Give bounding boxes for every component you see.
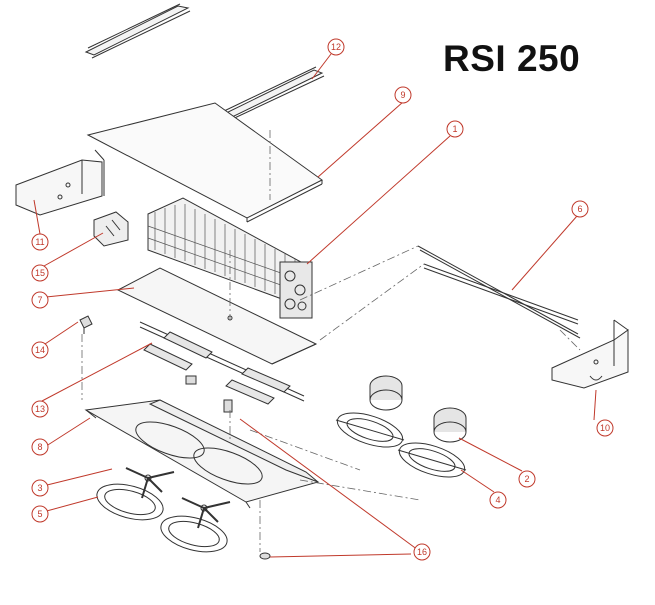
callout-15: 15 <box>35 268 45 278</box>
callout-8: 8 <box>37 442 42 452</box>
callout-7: 7 <box>37 295 42 305</box>
callout-5: 5 <box>37 509 42 519</box>
callout-12: 12 <box>331 42 341 52</box>
callout-11: 11 <box>35 237 44 247</box>
top-rail-part <box>84 3 325 123</box>
callout-1: 1 <box>452 124 457 134</box>
drip-plate-part <box>116 267 318 365</box>
callout-13: 13 <box>35 404 45 414</box>
left-bracket-part <box>15 149 105 216</box>
fan-motors-part <box>369 375 467 443</box>
callout-10: 10 <box>600 423 610 433</box>
right-bracket-part <box>551 319 629 389</box>
terminal-box-part <box>93 211 129 247</box>
model-title: RSI 250 <box>443 38 581 79</box>
drain-pan-part <box>84 399 320 509</box>
callout-circles <box>31 38 614 561</box>
rods-part <box>417 245 581 339</box>
callout-4: 4 <box>495 495 500 505</box>
callout-14: 14 <box>35 345 45 355</box>
centre-lines <box>81 130 581 552</box>
drain-plug-part <box>223 399 271 560</box>
heater-elements-part <box>139 321 305 405</box>
lower-fan-guards-part <box>96 483 228 553</box>
clip-part <box>79 315 93 334</box>
fan-blades-part <box>125 467 231 529</box>
leader-lines <box>33 53 597 558</box>
callout-6: 6 <box>577 204 582 214</box>
callout-3: 3 <box>37 483 42 493</box>
top-panel-part <box>86 102 323 223</box>
callout-2: 2 <box>524 474 529 484</box>
callout-9: 9 <box>400 90 405 100</box>
callout-16: 16 <box>417 547 427 557</box>
fan-guards-part <box>335 412 467 478</box>
